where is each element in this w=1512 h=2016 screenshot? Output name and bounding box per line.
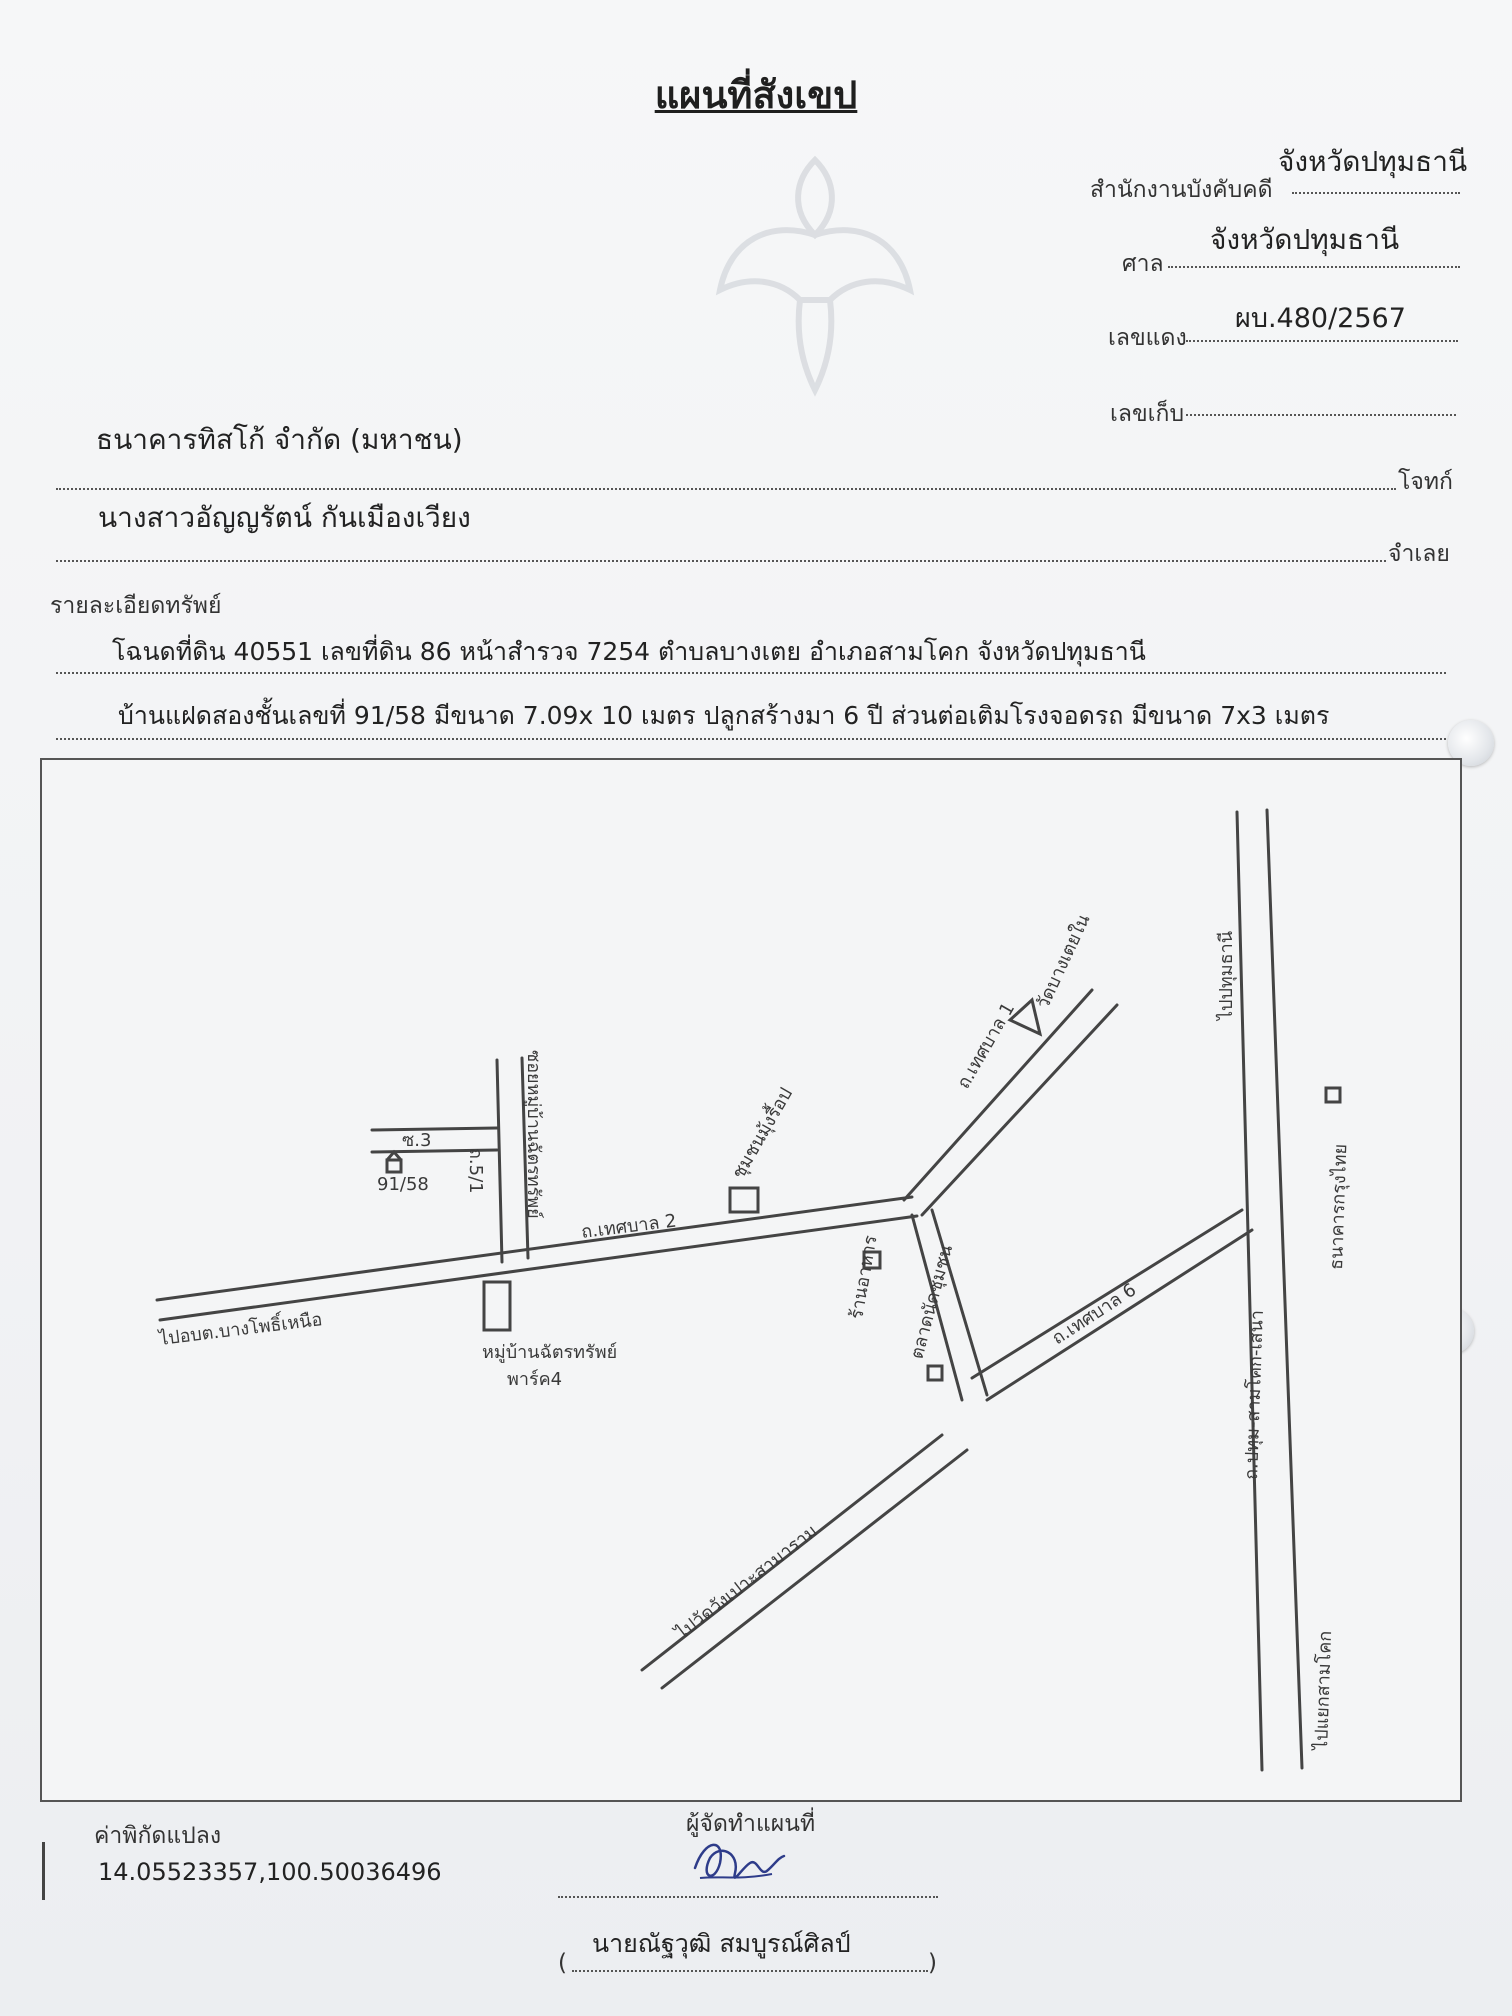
restaurant-marker bbox=[862, 1250, 882, 1270]
maker-name-bracket-close: ) bbox=[928, 1950, 937, 1976]
property-heading: รายละเอียดทรัพย์ bbox=[50, 593, 222, 619]
label-bank: ธนาคารกรุงไทย bbox=[1325, 1143, 1351, 1270]
road-sw-upper bbox=[640, 1433, 944, 1672]
shop-marker bbox=[728, 1186, 760, 1214]
plaintiff-name: ธนาคารทิสโก้ จำกัด (มหาชน) bbox=[96, 423, 463, 456]
label-restaurant: ร้านอาหาร bbox=[846, 1234, 881, 1321]
page-title: แผนที่สังเขป bbox=[654, 73, 858, 117]
office-value: จังหวัดปทุมธานี bbox=[1278, 145, 1468, 178]
label-soi3: ซ.3 bbox=[402, 1130, 431, 1151]
maker-name-dotline bbox=[572, 1970, 928, 1972]
road-thesaban-2-upper bbox=[155, 1195, 914, 1302]
property-line-2: บ้านแฝดสองชั้นเลขที่ 91/58 มีขนาด 7.09x … bbox=[118, 701, 1330, 730]
label-main-road: ถ.ปทุม-สามโคก-เสนา bbox=[1240, 1310, 1268, 1481]
office-label: สำนักงานบังคับคดี bbox=[1090, 177, 1273, 203]
signature-image bbox=[693, 1843, 786, 1879]
road-soi3-upper bbox=[370, 1126, 499, 1132]
coord-label: ค่าพิกัดแปลง bbox=[94, 1823, 222, 1849]
road-thesaban-1-right bbox=[920, 1003, 1119, 1217]
temple-marker bbox=[1007, 997, 1043, 1037]
label-thesaban-1: ถ.เทศบาล 1 bbox=[953, 999, 1019, 1092]
bank-marker bbox=[1324, 1086, 1342, 1104]
label-village-2: พาร์ค4 bbox=[507, 1369, 562, 1390]
label-thesaban-6: ถ.เทศบาล 6 bbox=[1048, 1279, 1140, 1349]
road-thesaban-2-lower bbox=[158, 1214, 919, 1322]
storage-dotline bbox=[1186, 414, 1456, 416]
label-village-road: ซอยหมู่บ้านฉัตรทรัพย์ bbox=[523, 1050, 544, 1219]
road-connector-right bbox=[930, 1208, 989, 1397]
road-main-left bbox=[1235, 810, 1264, 1772]
village-marker bbox=[482, 1280, 512, 1332]
label-community-shop: ชุมชนมุ้งรื้อป bbox=[726, 1083, 797, 1183]
red-case-value: ผบ.480/2567 bbox=[1235, 303, 1406, 334]
label-soi-village: ถ.5/1 bbox=[465, 1148, 486, 1194]
road-connector-left bbox=[910, 1213, 964, 1402]
plaintiff-dotline bbox=[56, 488, 1396, 490]
road-thesaban-6-upper bbox=[985, 1228, 1254, 1402]
market-marker bbox=[926, 1364, 944, 1382]
label-village: หมู่บ้านฉัตรทรัพย์ bbox=[482, 1342, 617, 1363]
plaintiff-label: โจทก์ bbox=[1398, 469, 1453, 495]
margin-mark bbox=[42, 1842, 45, 1900]
sketch-map-drawing: ไปอบต.บางโพธิ์เหนือ หมู่บ้านฉัตรทรัพย์ พ… bbox=[155, 808, 1351, 1772]
label-market: ตลาดนัดชุมชน bbox=[907, 1243, 958, 1362]
road-main-right bbox=[1265, 808, 1304, 1770]
office-dotline bbox=[1292, 192, 1460, 194]
property-line-1: โฉนดที่ดิน 40551 เลขที่ดิน 86 หน้าสำรวจ … bbox=[112, 637, 1146, 666]
defendant-label: จำเลย bbox=[1388, 541, 1450, 567]
court-dotline bbox=[1168, 266, 1460, 268]
maker-name-bracket-open: ( bbox=[558, 1950, 567, 1976]
house-marker bbox=[385, 1149, 403, 1174]
court-label: ศาล bbox=[1122, 251, 1164, 277]
label-thesaban-2: ถ.เทศบาล 2 bbox=[580, 1210, 678, 1243]
sketch-map: ไปอบต.บางโพธิ์เหนือ หมู่บ้านฉัตรทรัพย์ พ… bbox=[40, 758, 1462, 1802]
road-soi-left bbox=[495, 1058, 504, 1264]
red-case-dotline bbox=[1186, 340, 1458, 342]
red-case-label: เลขแดง bbox=[1108, 325, 1187, 351]
coord-value: 14.05523357,100.50036496 bbox=[98, 1858, 442, 1886]
label-to-pathum: ไปปทุมธานี bbox=[1215, 931, 1237, 1022]
signature-dotline bbox=[558, 1896, 938, 1898]
maker-name: นายณัฐวุฒิ สมบูรณ์ศิลป์ bbox=[592, 1929, 851, 1958]
court-value: จังหวัดปทุมธานี bbox=[1210, 223, 1400, 256]
defendant-dotline bbox=[56, 560, 1386, 562]
road-thesaban-1-left bbox=[902, 988, 1094, 1202]
label-house-no: 91/58 bbox=[377, 1174, 429, 1195]
road-soi-right bbox=[520, 1056, 530, 1260]
storage-label: เลขเก็บ bbox=[1110, 401, 1185, 427]
road-sw-lower bbox=[660, 1448, 969, 1690]
label-to-samkhok: ไปแยกสามโคก bbox=[1310, 1630, 1336, 1752]
property-dotline-2 bbox=[56, 738, 1446, 740]
road-thesaban-6-lower bbox=[970, 1208, 1244, 1380]
defendant-name: นางสาวอัญญรัตน์ กันเมืองเวียง bbox=[98, 501, 471, 534]
label-to-bangpho: ไปอบต.บางโพธิ์เหนือ bbox=[156, 1305, 324, 1350]
property-dotline-1 bbox=[56, 672, 1446, 674]
garuda-emblem-icon bbox=[715, 155, 915, 397]
maker-label: ผู้จัดทำแผนที่ bbox=[686, 1811, 816, 1837]
